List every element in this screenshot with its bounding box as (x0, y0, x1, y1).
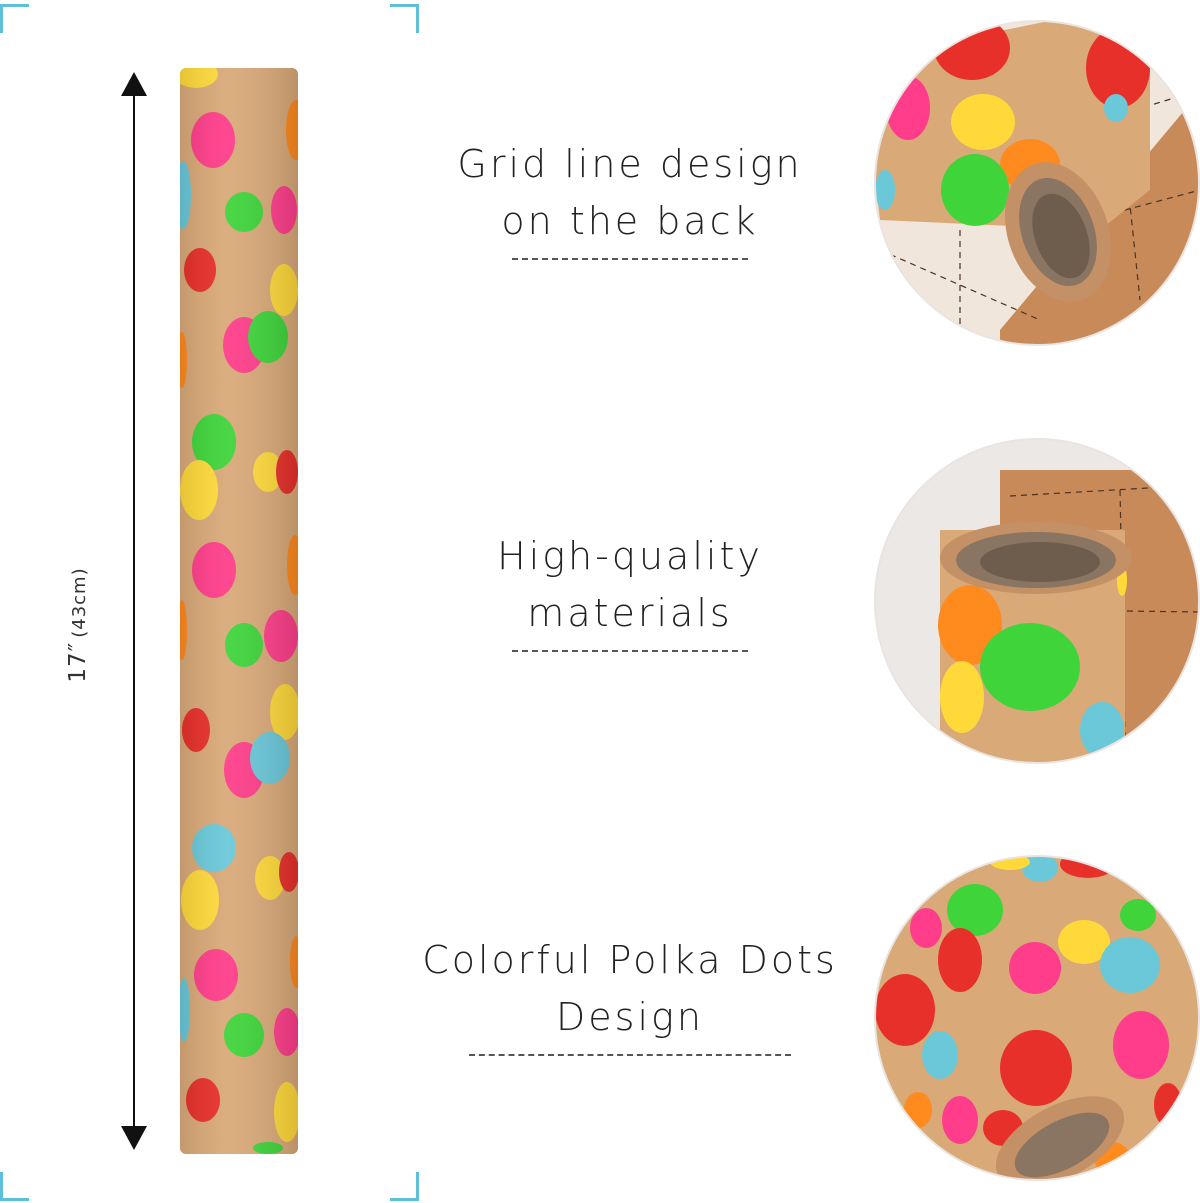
polka-dot (922, 1031, 958, 1079)
polka-dot (980, 623, 1080, 711)
polka-dot (1058, 920, 1110, 964)
roll-height-label: 17″ (43cm) (65, 567, 91, 682)
feature-text-line: Colorful Polka Dots (422, 938, 838, 982)
polka-dot (910, 908, 942, 948)
detail-image-grid-back (874, 20, 1200, 346)
polka-dot (941, 154, 1009, 226)
dashed-divider (512, 650, 748, 652)
polka-dot (1113, 1011, 1169, 1079)
polka-dot (1104, 94, 1128, 122)
frame-corner-top-left (0, 4, 29, 33)
polka-dot (938, 585, 1002, 665)
detail-image-polka-dots (874, 855, 1200, 1181)
polka-dot (875, 170, 895, 210)
polka-dot (942, 1096, 978, 1144)
wrapping-paper-roll (180, 68, 298, 1154)
height-inches: 17″ (65, 641, 91, 683)
dashed-divider (512, 258, 748, 260)
feature-text-line: materials (527, 591, 733, 635)
feature-materials: High-quality materials (410, 528, 850, 652)
frame-corner-bottom-right (390, 1172, 419, 1201)
frame-corner-top-right (390, 4, 419, 33)
polka-dot (1120, 899, 1156, 931)
polka-dot (940, 661, 984, 733)
feature-text-line: High-quality (497, 534, 763, 578)
polka-dot (1100, 937, 1160, 993)
height-dimension-arrow (121, 72, 147, 1150)
feature-polka-dots: Colorful Polka Dots Design (410, 932, 850, 1056)
feature-text-line: on the back (501, 199, 759, 243)
polka-dot (1154, 1083, 1182, 1127)
polka-dot (875, 974, 935, 1046)
feature-text-line: Design (556, 995, 704, 1039)
detail-image-materials (874, 438, 1200, 764)
polka-dot (951, 94, 1015, 150)
feature-text-line: Grid line design (457, 142, 803, 186)
frame-corner-bottom-left (0, 1172, 29, 1201)
polka-dot (1000, 1030, 1072, 1106)
polka-dot (938, 928, 982, 992)
polka-dot (1022, 856, 1058, 882)
arrow-down-icon (121, 1126, 147, 1150)
feature-grid-back: Grid line design on the back (410, 136, 850, 260)
polka-dot (904, 1092, 932, 1128)
height-centimeters: (43cm) (69, 567, 90, 638)
polka-dot (1009, 942, 1061, 994)
polka-dot (947, 884, 1003, 936)
dashed-divider (469, 1054, 791, 1056)
arrow-up-icon (121, 72, 147, 96)
